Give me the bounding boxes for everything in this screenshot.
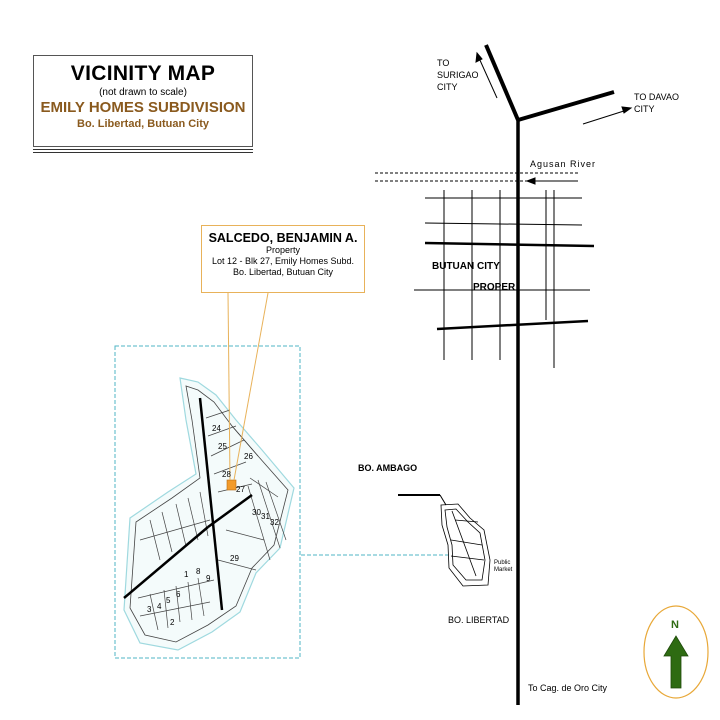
property-leader-lines xyxy=(227,292,269,481)
property-lot: Lot 12 - Blk 27, Emily Homes Subd. xyxy=(211,256,355,266)
label-bo-ambago: BO. AMBAGO xyxy=(358,463,418,473)
river-flow-arrow xyxy=(525,177,578,185)
label-public-market: Public Market xyxy=(494,560,513,573)
label-butuan-city: BUTUAN CITY xyxy=(432,261,500,272)
title-rule-2 xyxy=(33,152,253,153)
north-label: N xyxy=(671,619,679,631)
property-marker xyxy=(226,479,237,491)
lot-number: 26 xyxy=(244,452,253,461)
label-agusan-river: Agusan River xyxy=(530,159,597,169)
lot-number: 2 xyxy=(170,618,175,627)
surigao-arrow xyxy=(475,51,498,99)
property-address: Bo. Libertad, Butuan City xyxy=(232,267,334,277)
lot-number: 6 xyxy=(176,590,181,599)
lot-number: 24 xyxy=(212,424,221,433)
lot-number: 8 xyxy=(196,567,201,576)
lot-number: 30 xyxy=(252,508,261,517)
subdivision-name: EMILY HOMES SUBDIVISION xyxy=(40,99,246,116)
label-to-davao-2: CITY xyxy=(634,104,655,114)
property-info-box: SALCEDO, BENJAMIN A. Property Lot 12 - B… xyxy=(201,225,365,293)
agusan-river xyxy=(375,172,580,182)
davao-arrow xyxy=(582,106,633,125)
label-to-surigao-2: SURIGAO xyxy=(437,70,479,80)
lot-number: 27 xyxy=(236,485,245,494)
inset-box xyxy=(114,345,301,659)
label-to-davao-1: TO DAVAO xyxy=(634,92,680,102)
lot-number: 4 xyxy=(157,602,162,611)
lot-number: 1 xyxy=(184,570,189,579)
label-to-cdo: To Cag. de Oro City xyxy=(528,683,608,693)
ambago-road-link xyxy=(439,494,447,506)
title-box: VICINITY MAP (not drawn to scale) EMILY … xyxy=(33,55,253,147)
property-label: Property xyxy=(265,245,300,255)
label-to-surigao-1: TO xyxy=(437,58,450,68)
main-highway xyxy=(484,44,615,705)
label-proper: PROPER xyxy=(473,282,516,293)
title-rule-1 xyxy=(33,149,253,150)
label-to-surigao-3: CITY xyxy=(437,82,458,92)
subdivision-detail xyxy=(123,377,295,651)
lot-number: 29 xyxy=(230,554,239,563)
lot-number: 28 xyxy=(222,470,231,479)
property-owner: SALCEDO, BENJAMIN A. xyxy=(208,231,358,245)
lot-number: 31 xyxy=(261,512,270,521)
lot-number: 32 xyxy=(270,518,279,527)
subdivision-location: Bo. Libertad, Butuan City xyxy=(77,118,209,130)
lot-number: 3 xyxy=(147,605,152,614)
north-arrow-icon xyxy=(643,605,709,699)
city-street-grid xyxy=(414,190,595,368)
label-bo-libertad: BO. LIBERTAD xyxy=(448,615,510,625)
lot-number: 5 xyxy=(166,596,171,605)
subdivision-mini xyxy=(440,503,491,587)
scale-note: (not drawn to scale) xyxy=(99,87,187,98)
lot-number: 9 xyxy=(206,574,211,583)
lot-number: 25 xyxy=(218,442,227,451)
map-title: VICINITY MAP xyxy=(70,62,216,85)
